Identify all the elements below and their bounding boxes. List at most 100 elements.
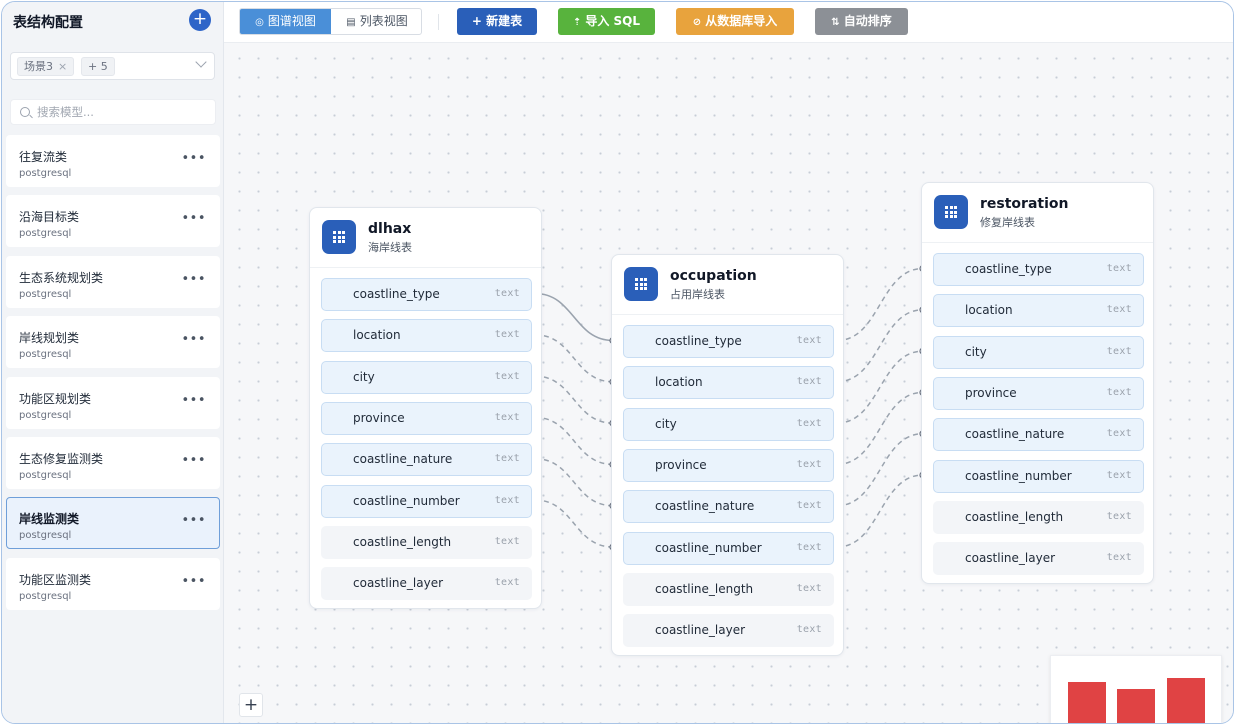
graph-view-tab[interactable]: ◎图谱视图: [240, 9, 331, 34]
more-icon[interactable]: •••: [181, 573, 206, 589]
field-type: text: [796, 500, 822, 512]
relation-line[interactable]: [836, 350, 924, 424]
relation-line[interactable]: [836, 474, 924, 548]
field-name: coastline_number: [965, 468, 1072, 483]
model-db-type: postgresql: [19, 469, 72, 481]
more-icon[interactable]: •••: [181, 332, 206, 348]
table-name: dlhax: [368, 221, 412, 237]
relation-line[interactable]: [836, 309, 924, 383]
new-table-button[interactable]: + 新建表: [457, 8, 537, 35]
more-icon[interactable]: •••: [181, 392, 206, 408]
toolbar-divider: [438, 14, 439, 30]
field-type: text: [1106, 510, 1132, 522]
relation-line[interactable]: [534, 499, 614, 548]
auto-sort-button[interactable]: ⇅自动排序: [815, 8, 908, 35]
more-icon[interactable]: •••: [181, 211, 206, 227]
model-name: 岸线监测类: [19, 512, 80, 527]
relation-line[interactable]: [534, 292, 614, 342]
relation-line[interactable]: [836, 267, 924, 342]
import-db-button[interactable]: ⊘从数据库导入: [676, 8, 794, 35]
more-icon[interactable]: •••: [181, 513, 206, 529]
relation-line[interactable]: [836, 391, 924, 466]
import-db-label: 从数据库导入: [705, 14, 778, 28]
field-type: text: [494, 411, 520, 423]
add-model-button[interactable]: +: [189, 9, 211, 31]
tag-close-icon[interactable]: ×: [58, 60, 68, 73]
grid-icon: [635, 278, 647, 290]
import-sql-button[interactable]: ⇡导入 SQL: [558, 8, 655, 35]
more-icon[interactable]: •••: [181, 452, 206, 468]
field-row[interactable]: coastline_type text: [321, 278, 532, 311]
sidebar-title: 表结构配置: [13, 15, 83, 31]
field-row[interactable]: coastline_nature text: [623, 490, 834, 524]
field-type: text: [494, 329, 520, 341]
list-view-label: 列表视图: [359, 14, 408, 28]
relation-line[interactable]: [534, 334, 614, 383]
graph-icon: ◎: [255, 17, 264, 28]
minimap[interactable]: [1050, 655, 1222, 723]
relation-line[interactable]: [534, 375, 614, 424]
field-name: coastline_type: [655, 334, 742, 348]
model-name: 沿海目标类: [19, 210, 80, 225]
field-type: text: [1106, 263, 1132, 274]
chevron-down-icon[interactable]: [195, 56, 207, 68]
search-input[interactable]: [37, 103, 207, 121]
scene-select[interactable]: 场景3× + 5: [10, 52, 215, 80]
table-icon: [624, 267, 658, 301]
more-icon[interactable]: •••: [181, 271, 206, 287]
field-name: coastline_length: [353, 534, 452, 549]
zoom-in-button[interactable]: +: [239, 693, 263, 717]
list-view-tab[interactable]: ▤列表视图: [331, 9, 421, 34]
relation-line[interactable]: [534, 457, 614, 507]
field-type: text: [796, 417, 822, 429]
field-name: coastline_nature: [655, 499, 755, 514]
relation-line[interactable]: [534, 416, 614, 466]
relation-line[interactable]: [836, 432, 924, 507]
minimap-node: [1167, 678, 1205, 723]
field-name: province: [353, 410, 405, 425]
more-icon[interactable]: •••: [181, 151, 206, 166]
auto-sort-label: 自动排序: [843, 14, 892, 28]
field-type: text: [494, 288, 520, 299]
field-name: coastline_type: [353, 287, 440, 301]
link-icon: ⊘: [692, 17, 702, 28]
field-row[interactable]: province text: [321, 401, 532, 435]
scene-tag-label: 场景3: [24, 60, 53, 73]
model-db-type: postgresql: [19, 349, 72, 361]
